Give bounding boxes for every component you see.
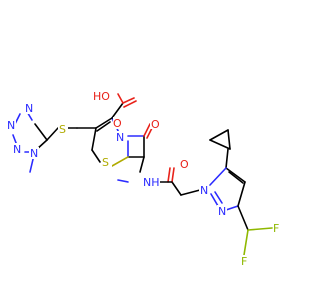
atom-label-tetrazole-n2: N [7, 119, 15, 132]
atom-label-amide-o: O [180, 158, 189, 171]
atom-labels: HO O O O N S S NH N N N N N N F F [6, 89, 283, 268]
atom-label-ho: HO [93, 90, 110, 103]
atom-label-fluorine-1: F [273, 222, 279, 235]
molecule-structure-diagram: HO O O O N S S NH N N N N N N F F [6, 89, 283, 268]
cyclopropyl-ring [209, 129, 231, 169]
atom-label-acid-o: O [113, 117, 122, 130]
atom-label-thioether-s: S [59, 123, 66, 136]
atom-label-tetrazole-n4: N [30, 147, 38, 160]
atom-label-pyrazole-n1: N [200, 184, 208, 197]
atom-label-tetrazole-n3: N [13, 143, 21, 156]
atom-label-ring-s: S [102, 156, 109, 169]
atom-label-fluorine-2: F [241, 255, 247, 268]
beta-lactam-ring [127, 123, 154, 173]
atom-label-amide-nh: NH [143, 176, 160, 189]
atom-label-pyrazole-n2: N [218, 205, 226, 218]
thiomethyl-linker [46, 127, 97, 141]
atom-label-lactam-o: O [151, 118, 160, 131]
tetrazole-ring [12, 109, 48, 173]
acetamide-linker [117, 167, 201, 196]
difluoromethyl-group [237, 205, 273, 256]
carboxylic-acid-group [111, 93, 137, 119]
atom-label-tetrazole-n1: N [25, 102, 33, 115]
atom-label-ring-n: N [116, 131, 124, 144]
pyrazole-ring [209, 167, 246, 211]
